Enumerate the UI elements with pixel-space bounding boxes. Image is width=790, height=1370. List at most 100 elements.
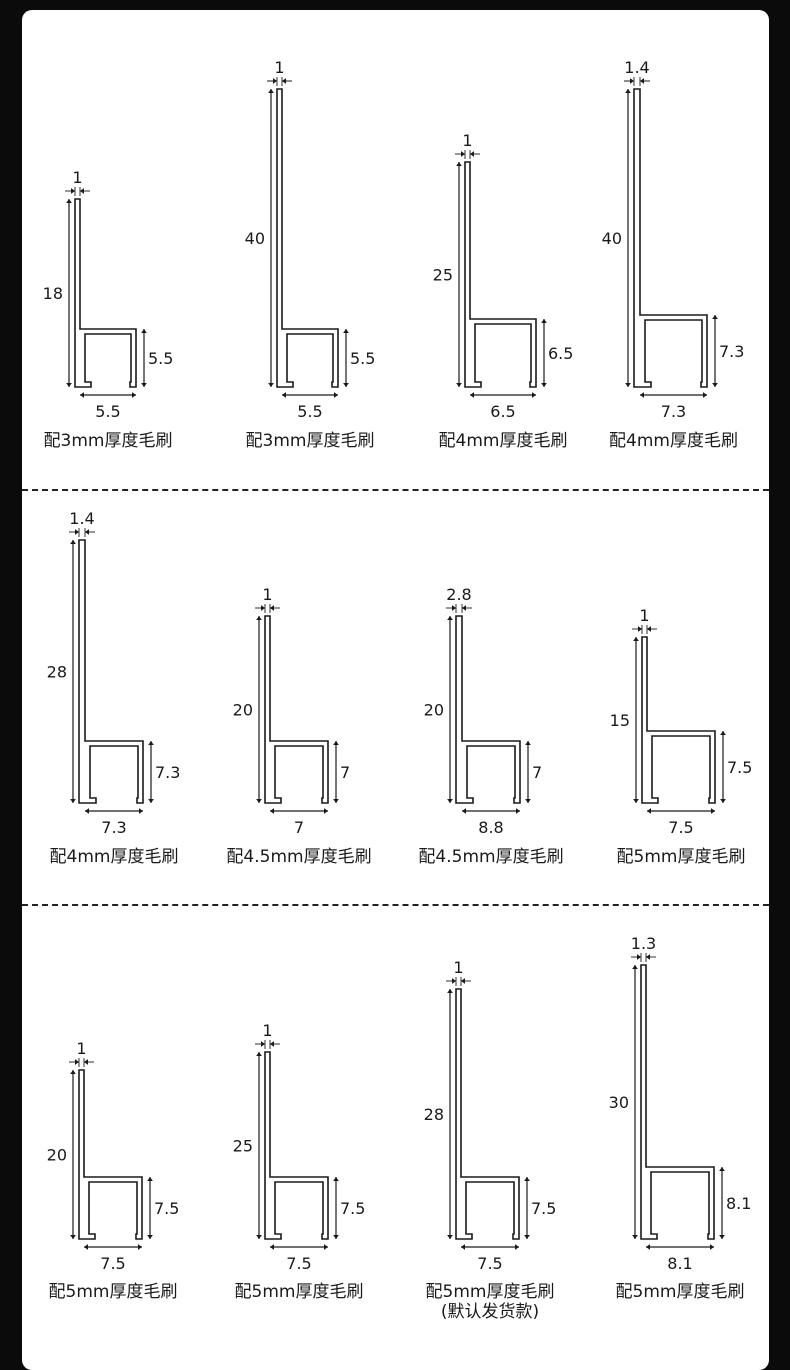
height-arrow-bottom (70, 799, 76, 803)
thickness-label: 2.8 (446, 585, 471, 604)
height-arrow-top (66, 199, 72, 203)
thickness-label: 1.3 (631, 934, 656, 953)
profile-outline (455, 615, 521, 804)
depth-arrow-top (343, 329, 349, 333)
depth-label: 8.1 (726, 1194, 751, 1213)
width-arrow-right (139, 808, 143, 814)
height-arrow-bottom (456, 383, 462, 387)
depth-arrow-bottom (524, 1235, 530, 1239)
thickness-arrow-left (261, 1041, 265, 1047)
caption-text: 配5mm厚度毛刷 (615, 1282, 745, 1302)
width-arrow-right (710, 1244, 714, 1250)
width-arrow-left (85, 808, 89, 814)
depth-arrow-bottom (141, 383, 147, 387)
thickness-label: 1 (262, 1021, 272, 1040)
depth-arrow-bottom (712, 383, 718, 387)
width-label: 8.8 (478, 818, 503, 837)
profile-caption: 配4mm厚度毛刷 (589, 431, 759, 451)
profile-outline (640, 964, 715, 1240)
depth-arrow-top (719, 1167, 725, 1171)
depth-label: 7.5 (154, 1199, 179, 1218)
width-label: 5.5 (95, 402, 120, 421)
thickness-label: 1.4 (624, 58, 649, 77)
depth-label: 7.5 (727, 758, 752, 777)
depth-arrow-top (524, 1177, 530, 1181)
profile-outline (455, 988, 520, 1240)
caption-text: 配4mm厚度毛刷 (49, 847, 179, 867)
thickness-arrow-left (452, 978, 456, 984)
depth-arrow-top (141, 329, 147, 333)
width-arrow-left (470, 392, 474, 398)
profile-drawings: 1815.55.54015.55.52516.56.5401.47.37.328… (43, 58, 753, 1273)
caption-text: 配5mm厚度毛刷 (48, 1282, 178, 1302)
caption-note: (默认发货款) (440, 1302, 540, 1322)
depth-label: 7.5 (340, 1199, 365, 1218)
height-arrow-top (70, 1070, 76, 1074)
depth-label: 7.3 (719, 342, 744, 361)
thickness-arrow-left (630, 78, 634, 84)
height-label: 25 (233, 1137, 253, 1156)
height-arrow-bottom (70, 1235, 76, 1239)
profile-outline (78, 539, 144, 804)
thickness-arrow-right (647, 626, 651, 632)
width-arrow-left (282, 392, 286, 398)
width-arrow-right (138, 1244, 142, 1250)
profile-caption: 配3mm厚度毛刷 (225, 431, 395, 451)
width-arrow-right (703, 392, 707, 398)
thickness-label: 1 (72, 168, 82, 187)
width-arrow-right (515, 1244, 519, 1250)
width-label: 7.3 (101, 818, 126, 837)
thickness-arrow-right (640, 78, 644, 84)
thickness-label: 1.4 (69, 509, 94, 528)
thickness-arrow-left (71, 188, 75, 194)
caption-text: 配5mm厚度毛刷 (234, 1282, 364, 1302)
profile-caption: 配3mm厚度毛刷 (23, 431, 193, 451)
caption-text: 配5mm厚度毛刷 (616, 847, 746, 867)
height-label: 40 (602, 229, 622, 248)
width-arrow-left (461, 1244, 465, 1250)
caption-text: 配4.5mm厚度毛刷 (226, 847, 372, 867)
depth-arrow-top (148, 741, 154, 745)
depth-arrow-top (712, 315, 718, 319)
profile-outline (78, 1069, 143, 1240)
thickness-label: 1 (262, 585, 272, 604)
depth-label: 5.5 (350, 349, 375, 368)
depth-arrow-bottom (719, 1235, 725, 1239)
height-arrow-bottom (268, 383, 274, 387)
profile-outline (74, 198, 137, 388)
height-label: 25 (433, 266, 453, 285)
thickness-arrow-left (75, 529, 79, 535)
thickness-label: 1 (453, 958, 463, 977)
depth-label: 7.3 (155, 763, 180, 782)
width-arrow-left (270, 1244, 274, 1250)
depth-arrow-bottom (525, 799, 531, 803)
row-divider (22, 489, 769, 491)
thickness-arrow-right (470, 151, 474, 157)
height-arrow-top (456, 162, 462, 166)
depth-arrow-top (541, 319, 547, 323)
width-arrow-right (711, 808, 715, 814)
depth-arrow-top (147, 1177, 153, 1181)
profile-caption: 配4.5mm厚度毛刷 (214, 847, 384, 867)
profile-outline (264, 615, 329, 804)
width-arrow-left (80, 392, 84, 398)
width-label: 7.5 (286, 1254, 311, 1273)
height-arrow-top (256, 1052, 262, 1056)
width-arrow-right (334, 392, 338, 398)
depth-arrow-top (720, 731, 726, 735)
height-arrow-bottom (66, 383, 72, 387)
profile-caption: 配4mm厚度毛刷 (29, 847, 199, 867)
height-arrow-top (633, 637, 639, 641)
profile-outline (633, 88, 708, 388)
thickness-arrow-left (452, 605, 456, 611)
thickness-arrow-right (270, 1041, 274, 1047)
profile-outline (641, 636, 716, 804)
height-arrow-bottom (447, 1235, 453, 1239)
profile-caption: 配4mm厚度毛刷 (418, 431, 588, 451)
height-arrow-top (447, 989, 453, 993)
height-arrow-top (625, 89, 631, 93)
width-arrow-right (324, 808, 328, 814)
height-arrow-top (256, 616, 262, 620)
height-label: 28 (47, 663, 67, 682)
